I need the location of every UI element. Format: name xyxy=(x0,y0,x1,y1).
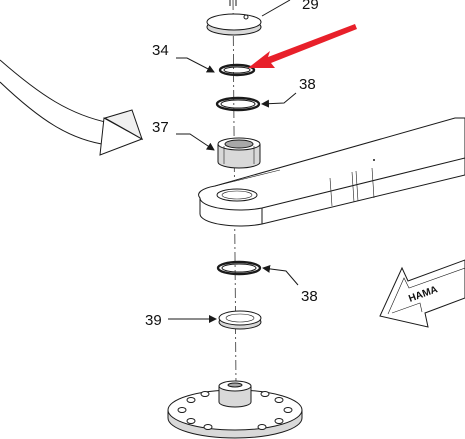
bottom-flange-hub xyxy=(167,380,303,439)
flange-bolt-holes xyxy=(177,391,293,430)
leader-37 xyxy=(176,133,215,151)
stamped-arrow-plate: HAMA xyxy=(379,259,465,328)
part-34-snap-ring xyxy=(218,63,256,77)
part-label-34: 34 xyxy=(152,42,169,59)
leader-38-upper xyxy=(261,92,297,108)
part-label-38-lower: 38 xyxy=(301,288,318,305)
part-label-37: 37 xyxy=(152,119,169,136)
part-label-39: 39 xyxy=(145,312,162,329)
part-label-38-upper: 38 xyxy=(299,76,316,93)
leader-34 xyxy=(176,57,215,73)
part-29-cover-plate xyxy=(206,0,291,36)
highlight-arrow xyxy=(248,24,357,68)
part-37-bearing xyxy=(217,137,261,169)
part-39-washer xyxy=(218,310,262,330)
lever-arm xyxy=(198,117,465,227)
part-38-upper-ring xyxy=(215,96,261,112)
leader-38-lower xyxy=(262,264,299,286)
motion-arrow xyxy=(0,59,144,156)
part-38-lower-ring xyxy=(216,260,262,276)
part-label-29: 29 xyxy=(302,0,319,13)
